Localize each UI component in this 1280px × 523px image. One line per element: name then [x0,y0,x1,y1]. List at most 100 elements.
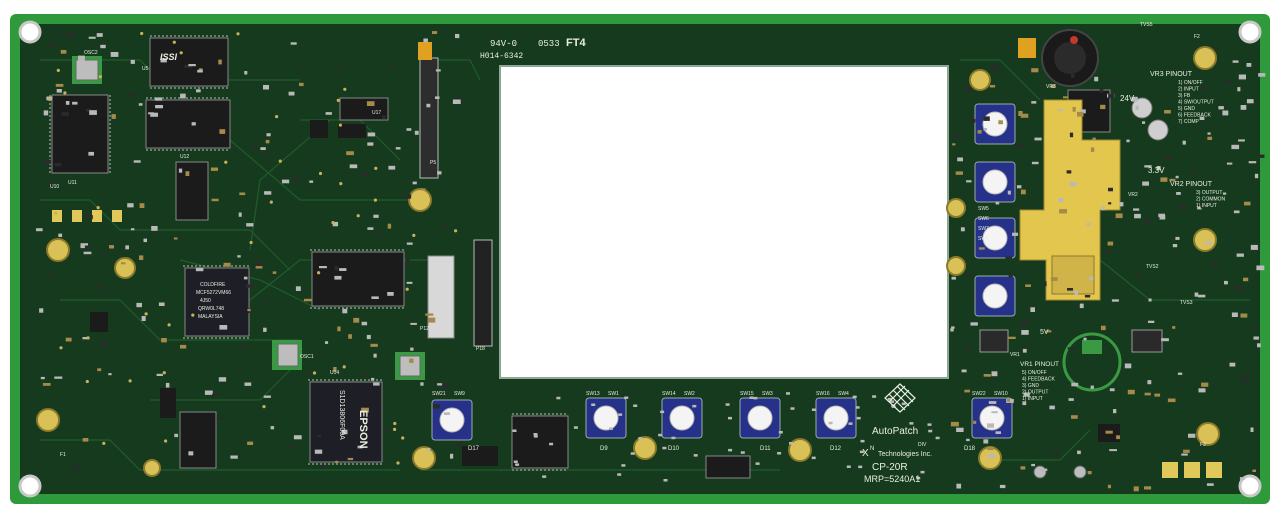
smd-part [1066,170,1072,174]
smd-part [1207,132,1211,135]
smd-part [1007,190,1011,195]
smd-part [1101,325,1106,331]
smd-part [1224,280,1228,285]
smd-part [89,110,97,115]
smd-part [573,426,578,429]
smd-part [247,441,254,445]
smd-part [366,334,371,340]
smd-part [977,130,982,134]
smd-part [778,431,783,434]
smd-part [255,264,263,269]
refdes-label: P5 [430,160,436,166]
smd-part [951,326,955,329]
smd-part [82,438,89,442]
smd-part [916,476,921,480]
smd-part [150,112,158,117]
smd-part [238,212,242,217]
switch-label: SW22 [972,391,986,397]
diode-label: D12 [830,446,842,452]
smd-part [139,203,145,208]
smd-part [966,180,972,183]
smd-part [281,179,290,184]
smd-part [61,112,69,116]
smd-part [1246,63,1252,67]
smd-part [1244,201,1251,206]
smd-part [1069,132,1074,138]
pinout-line: 2) OUTPUT [1022,390,1048,396]
smd-part [455,34,460,39]
smd-part [1206,483,1214,486]
refdes-label: F2 [1194,34,1200,40]
smd-part [406,281,413,284]
smd-part [1222,110,1229,116]
smd-part [96,33,103,37]
smd-part [728,448,733,452]
coldfire-line-2: MCF5272VM66 [196,290,231,296]
smd-part [367,142,374,146]
smd-part [263,395,271,398]
via [312,371,317,375]
via [144,312,148,316]
switch-label: SW16 [816,391,830,397]
refdes-label: U5 [142,66,149,72]
smd-part [828,421,833,425]
smd-part [1077,450,1081,455]
switch-label: SW3 [762,391,773,397]
smd-part [85,108,91,112]
smd-part [991,411,998,414]
smd-part [357,445,363,449]
smd-part [1040,468,1048,471]
smd-part [630,452,635,455]
smd-part [125,245,129,250]
smd-part [334,265,339,271]
smd-part [909,422,914,425]
smd-part [406,128,412,131]
smd-part [609,427,613,430]
smd-part [58,233,63,237]
smd-part [348,334,352,339]
smd-part [1224,80,1231,83]
smd-part [987,423,994,428]
smd-part [663,479,668,482]
smd-part [617,473,622,476]
smd-part [1124,363,1132,369]
smd-part [130,228,135,231]
smd-part [533,433,538,436]
smd-part [1243,277,1249,282]
smd-part [371,377,375,381]
mounting-holes [18,20,1262,498]
smd-part [154,97,163,101]
refdes-label: OSC1 [300,354,314,360]
smd-part [513,460,518,463]
smd-part [1226,162,1233,165]
smd-part [1022,401,1027,406]
smd-part [245,284,254,288]
refdes-label: TVS5 [1140,22,1153,28]
smd-part [56,89,62,93]
smd-part [753,396,758,400]
smd-part [1109,388,1115,392]
smd-part [444,412,450,415]
smd-part [216,417,223,420]
via [317,271,321,275]
smd-part [412,181,417,185]
smd-part [858,465,863,469]
smd-part [662,446,667,450]
smd-part [1253,336,1259,340]
smd-part [127,94,136,97]
smd-part [1240,313,1248,318]
smd-part [1167,398,1176,403]
smd-part [414,130,419,135]
smd-part [1105,430,1113,434]
smd-part [1175,236,1180,240]
smd-part [856,416,861,420]
via [393,421,397,426]
smd-part [218,377,227,382]
smd-part [533,435,538,438]
tactile-buttons [431,103,1016,441]
diode-label: D10 [668,446,680,452]
smd-part [404,194,412,199]
smd-part [349,164,358,169]
smd-part [139,255,144,260]
smd-part [1142,181,1149,186]
